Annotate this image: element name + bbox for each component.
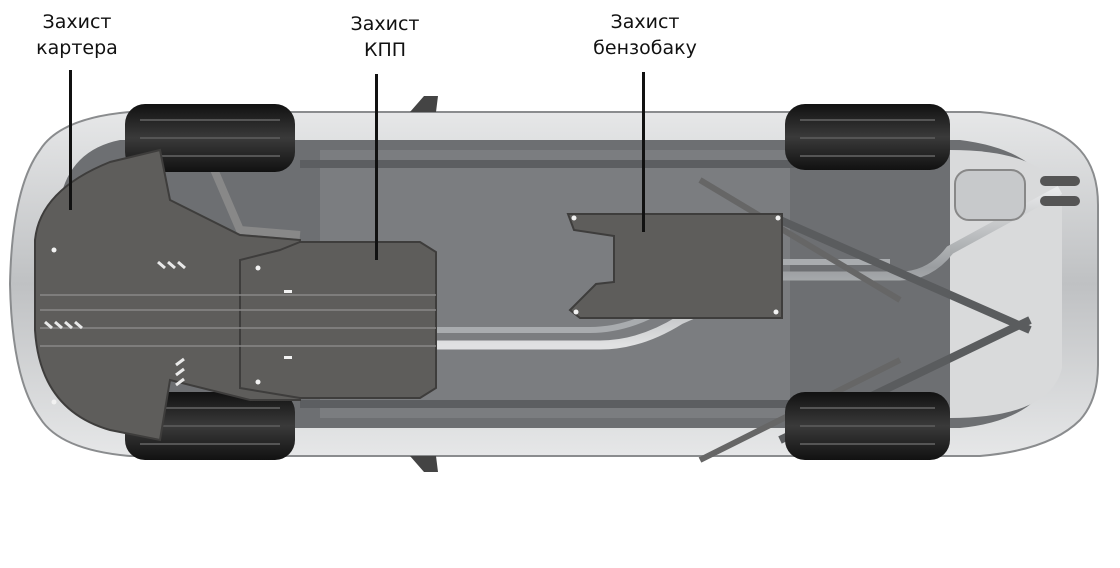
label-crankcase-guard: Захист картера bbox=[22, 9, 132, 61]
label-crankcase-line1: Захист bbox=[42, 11, 112, 33]
rear-arm-3 bbox=[698, 177, 902, 303]
label-crankcase-line2: картера bbox=[36, 37, 118, 59]
mirror-top bbox=[410, 96, 438, 112]
gearbox-guard-plate bbox=[239, 241, 437, 399]
fuel-tank-guard-plate bbox=[566, 213, 783, 319]
muffler bbox=[954, 169, 1026, 221]
label-fuel-tank-guard: Захист бензобаку bbox=[560, 9, 730, 61]
exhaust-pipe bbox=[430, 186, 1063, 350]
label-fuel-tank-line1: Захист bbox=[610, 11, 680, 33]
label-fuel-tank-line2: бензобаку bbox=[593, 37, 697, 59]
rear-arm-1 bbox=[778, 216, 1032, 334]
floor-rail-bottom bbox=[300, 400, 800, 408]
label-gearbox-line2: КПП bbox=[363, 39, 407, 61]
label-gearbox-guard: Захист КПП bbox=[330, 11, 440, 63]
tailpipe-bottom bbox=[1040, 196, 1080, 206]
front-suspension-top bbox=[206, 158, 301, 239]
floor-rail-top bbox=[300, 160, 800, 168]
leader-line-fuel-tank bbox=[642, 72, 645, 232]
leader-line-gearbox bbox=[375, 74, 378, 260]
leader-line-crankcase bbox=[69, 70, 72, 210]
tailpipe-top bbox=[1040, 176, 1080, 186]
label-gearbox-line1: Захист bbox=[350, 13, 420, 35]
mirror-bottom bbox=[410, 456, 438, 472]
